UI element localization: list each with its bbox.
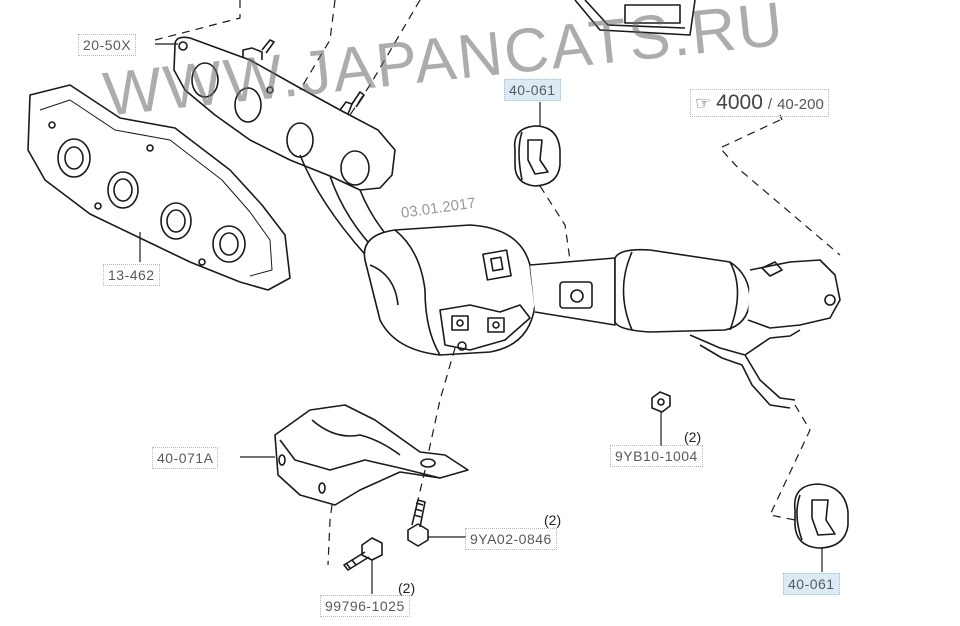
callout-bracket[interactable]: 40-071A xyxy=(152,447,219,469)
callout-rubber-hanger-top[interactable]: 40-061 xyxy=(504,79,561,101)
heat-shield-gasket xyxy=(27,84,291,291)
support-bracket xyxy=(274,404,469,506)
reference-number: 4000 xyxy=(716,91,763,114)
reference-separator: / xyxy=(767,96,773,113)
assembly-dashed-lines xyxy=(154,0,841,566)
callout-rubber-hanger-bottom[interactable]: 40-061 xyxy=(783,573,840,595)
quantity-nut: (2) xyxy=(684,429,702,445)
engine-part-fragment xyxy=(574,0,696,36)
bolt-small xyxy=(407,499,429,547)
leader-lines xyxy=(139,43,823,594)
catalytic-converter xyxy=(363,224,841,409)
reference-group: 40-200 xyxy=(777,96,824,113)
rubber-hanger-bottom xyxy=(793,483,849,549)
reference-link[interactable]: ☞ 4000 / 40-200 xyxy=(690,89,829,117)
callout-manifold[interactable]: 20-50X xyxy=(78,34,137,56)
pointing-hand-icon: ☞ xyxy=(695,93,712,113)
callout-gasket[interactable]: 13-462 xyxy=(103,264,160,286)
quantity-bolt-small: (2) xyxy=(544,512,562,528)
bolt-large xyxy=(343,537,383,571)
callout-bolt-large[interactable]: 99796-1025 xyxy=(320,595,410,617)
rubber-hanger-top xyxy=(513,125,561,187)
callout-nut[interactable]: 9YB10-1004 xyxy=(610,445,703,467)
callout-bolt-small[interactable]: 9YA02-0846 xyxy=(465,528,557,550)
quantity-bolt-large: (2) xyxy=(398,580,416,596)
flange-nut xyxy=(651,391,671,413)
exhaust-manifold xyxy=(173,36,396,261)
